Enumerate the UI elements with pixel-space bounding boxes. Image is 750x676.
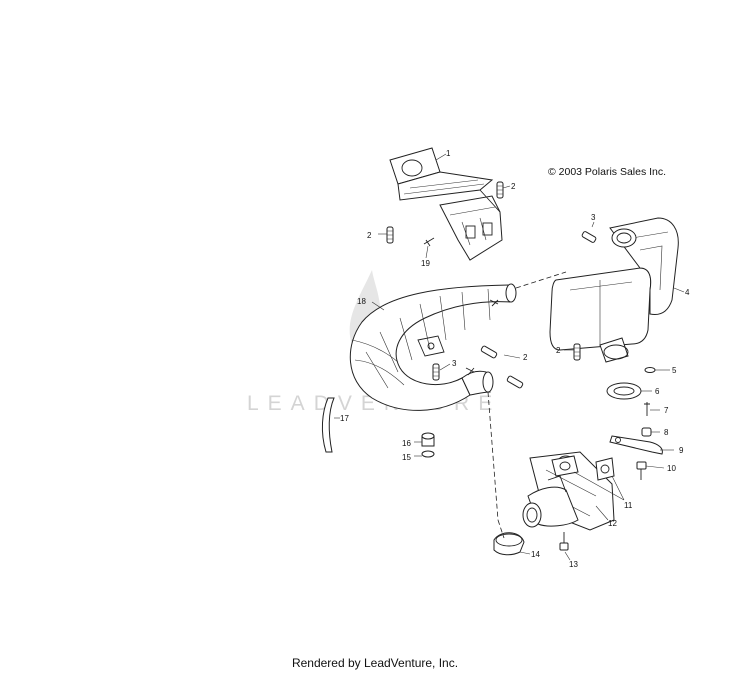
label-part-1: 1	[446, 149, 451, 158]
part-19-pin[interactable]	[423, 237, 435, 247]
part-15-washer[interactable]	[421, 450, 435, 458]
part-9-strap[interactable]	[609, 435, 663, 455]
label-part-16: 16	[402, 439, 411, 448]
part-6-gasket[interactable]	[606, 382, 642, 400]
label-part-3b: 3	[452, 359, 457, 368]
label-part-7: 7	[664, 406, 669, 415]
part-3-spring-a[interactable]	[581, 231, 597, 243]
label-part-2c: 2	[556, 346, 561, 355]
part-2-spring-a[interactable]	[496, 181, 504, 199]
part-17-spring-strap[interactable]	[321, 397, 335, 453]
label-part-3a: 3	[591, 213, 596, 222]
label-part-2a: 2	[511, 182, 516, 191]
part-labels: 1 2 2 19 3 4 18 2 2 3 5 6 7 8 9 10 11 12…	[340, 149, 690, 569]
label-part-9: 9	[679, 446, 684, 455]
label-part-2b: 2	[367, 231, 372, 240]
part-11-gaskets[interactable]	[551, 455, 615, 481]
part-2-spring-b[interactable]	[386, 226, 394, 244]
label-part-10: 10	[667, 464, 676, 473]
part-2-spring-d[interactable]	[480, 345, 524, 389]
part-7-pin[interactable]	[644, 402, 650, 416]
part-5-washer[interactable]	[644, 367, 656, 373]
assembly-lines	[487, 271, 567, 539]
label-part-14: 14	[531, 550, 540, 559]
label-part-13: 13	[569, 560, 578, 569]
label-part-6: 6	[655, 387, 660, 396]
part-13-bolt[interactable]	[559, 532, 569, 551]
label-part-15: 15	[402, 453, 411, 462]
label-part-2d: 2	[523, 353, 528, 362]
part-14-cap[interactable]	[493, 532, 525, 556]
part-3-spring-b[interactable]	[432, 363, 440, 381]
label-part-19: 19	[421, 259, 430, 268]
part-1-mounting-bracket[interactable]	[389, 147, 503, 261]
footer-text: Rendered by LeadVenture, Inc.	[291, 656, 459, 670]
label-part-4: 4	[685, 288, 690, 297]
leader-lines	[334, 153, 685, 561]
label-part-5: 5	[672, 366, 677, 375]
label-part-8: 8	[664, 428, 669, 437]
part-8-nut[interactable]	[641, 427, 652, 437]
part-2-spring-c[interactable]	[573, 343, 581, 361]
part-18-expansion-chamber[interactable]	[349, 283, 517, 411]
label-part-11: 11	[624, 501, 633, 510]
label-part-12: 12	[608, 519, 617, 528]
part-16-grommet[interactable]	[421, 432, 435, 447]
copyright-text: © 2003 Polaris Sales Inc.	[548, 166, 666, 178]
part-4-silencer[interactable]	[549, 217, 679, 363]
part-10-bolt[interactable]	[636, 461, 647, 480]
label-part-17: 17	[340, 414, 349, 423]
label-part-18: 18	[357, 297, 366, 306]
